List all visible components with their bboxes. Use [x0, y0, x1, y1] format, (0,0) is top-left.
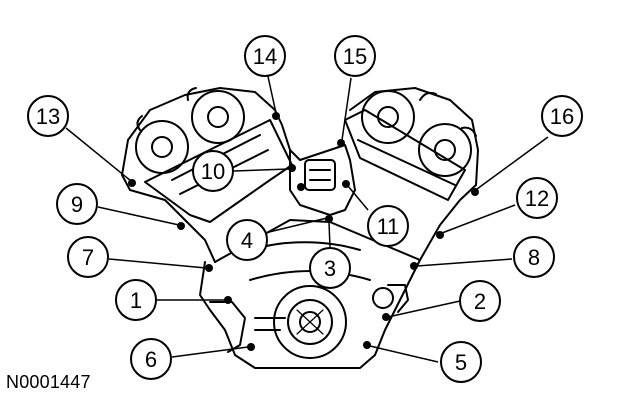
callout-11: 11 [367, 205, 409, 247]
svg-text:9: 9 [71, 192, 83, 217]
svg-text:15: 15 [343, 44, 367, 69]
callout-6: 6 [130, 338, 172, 380]
svg-text:12: 12 [525, 186, 549, 211]
svg-text:8: 8 [528, 245, 540, 270]
callouts: 1 2 3 4 5 6 7 8 9 10 11 12 13 14 15 16 [27, 35, 583, 383]
callout-12: 12 [516, 177, 558, 219]
callout-9: 9 [56, 183, 98, 225]
callout-7: 7 [67, 236, 109, 278]
callout-8: 8 [513, 236, 555, 278]
callout-16: 16 [541, 95, 583, 137]
callout-3: 3 [309, 247, 351, 289]
callout-13: 13 [27, 95, 69, 137]
callout-15: 15 [334, 35, 376, 77]
svg-text:13: 13 [36, 104, 60, 129]
svg-text:6: 6 [145, 347, 157, 372]
svg-text:10: 10 [201, 159, 225, 184]
svg-text:14: 14 [253, 44, 277, 69]
callout-10: 10 [192, 150, 234, 192]
callout-1: 1 [115, 279, 157, 321]
svg-text:5: 5 [455, 350, 467, 375]
svg-text:7: 7 [82, 245, 94, 270]
svg-text:3: 3 [324, 256, 336, 281]
svg-text:16: 16 [550, 104, 574, 129]
svg-text:2: 2 [474, 289, 486, 314]
callout-14: 14 [244, 35, 286, 77]
svg-text:4: 4 [241, 228, 253, 253]
engine-drawing [121, 87, 479, 369]
leader-lines [65, 71, 549, 363]
svg-text:1: 1 [130, 288, 142, 313]
callout-2: 2 [459, 280, 501, 322]
callout-4: 4 [226, 219, 268, 261]
svg-text:11: 11 [377, 214, 400, 239]
callout-5: 5 [440, 341, 482, 383]
figure-code: N0001447 [6, 372, 91, 392]
